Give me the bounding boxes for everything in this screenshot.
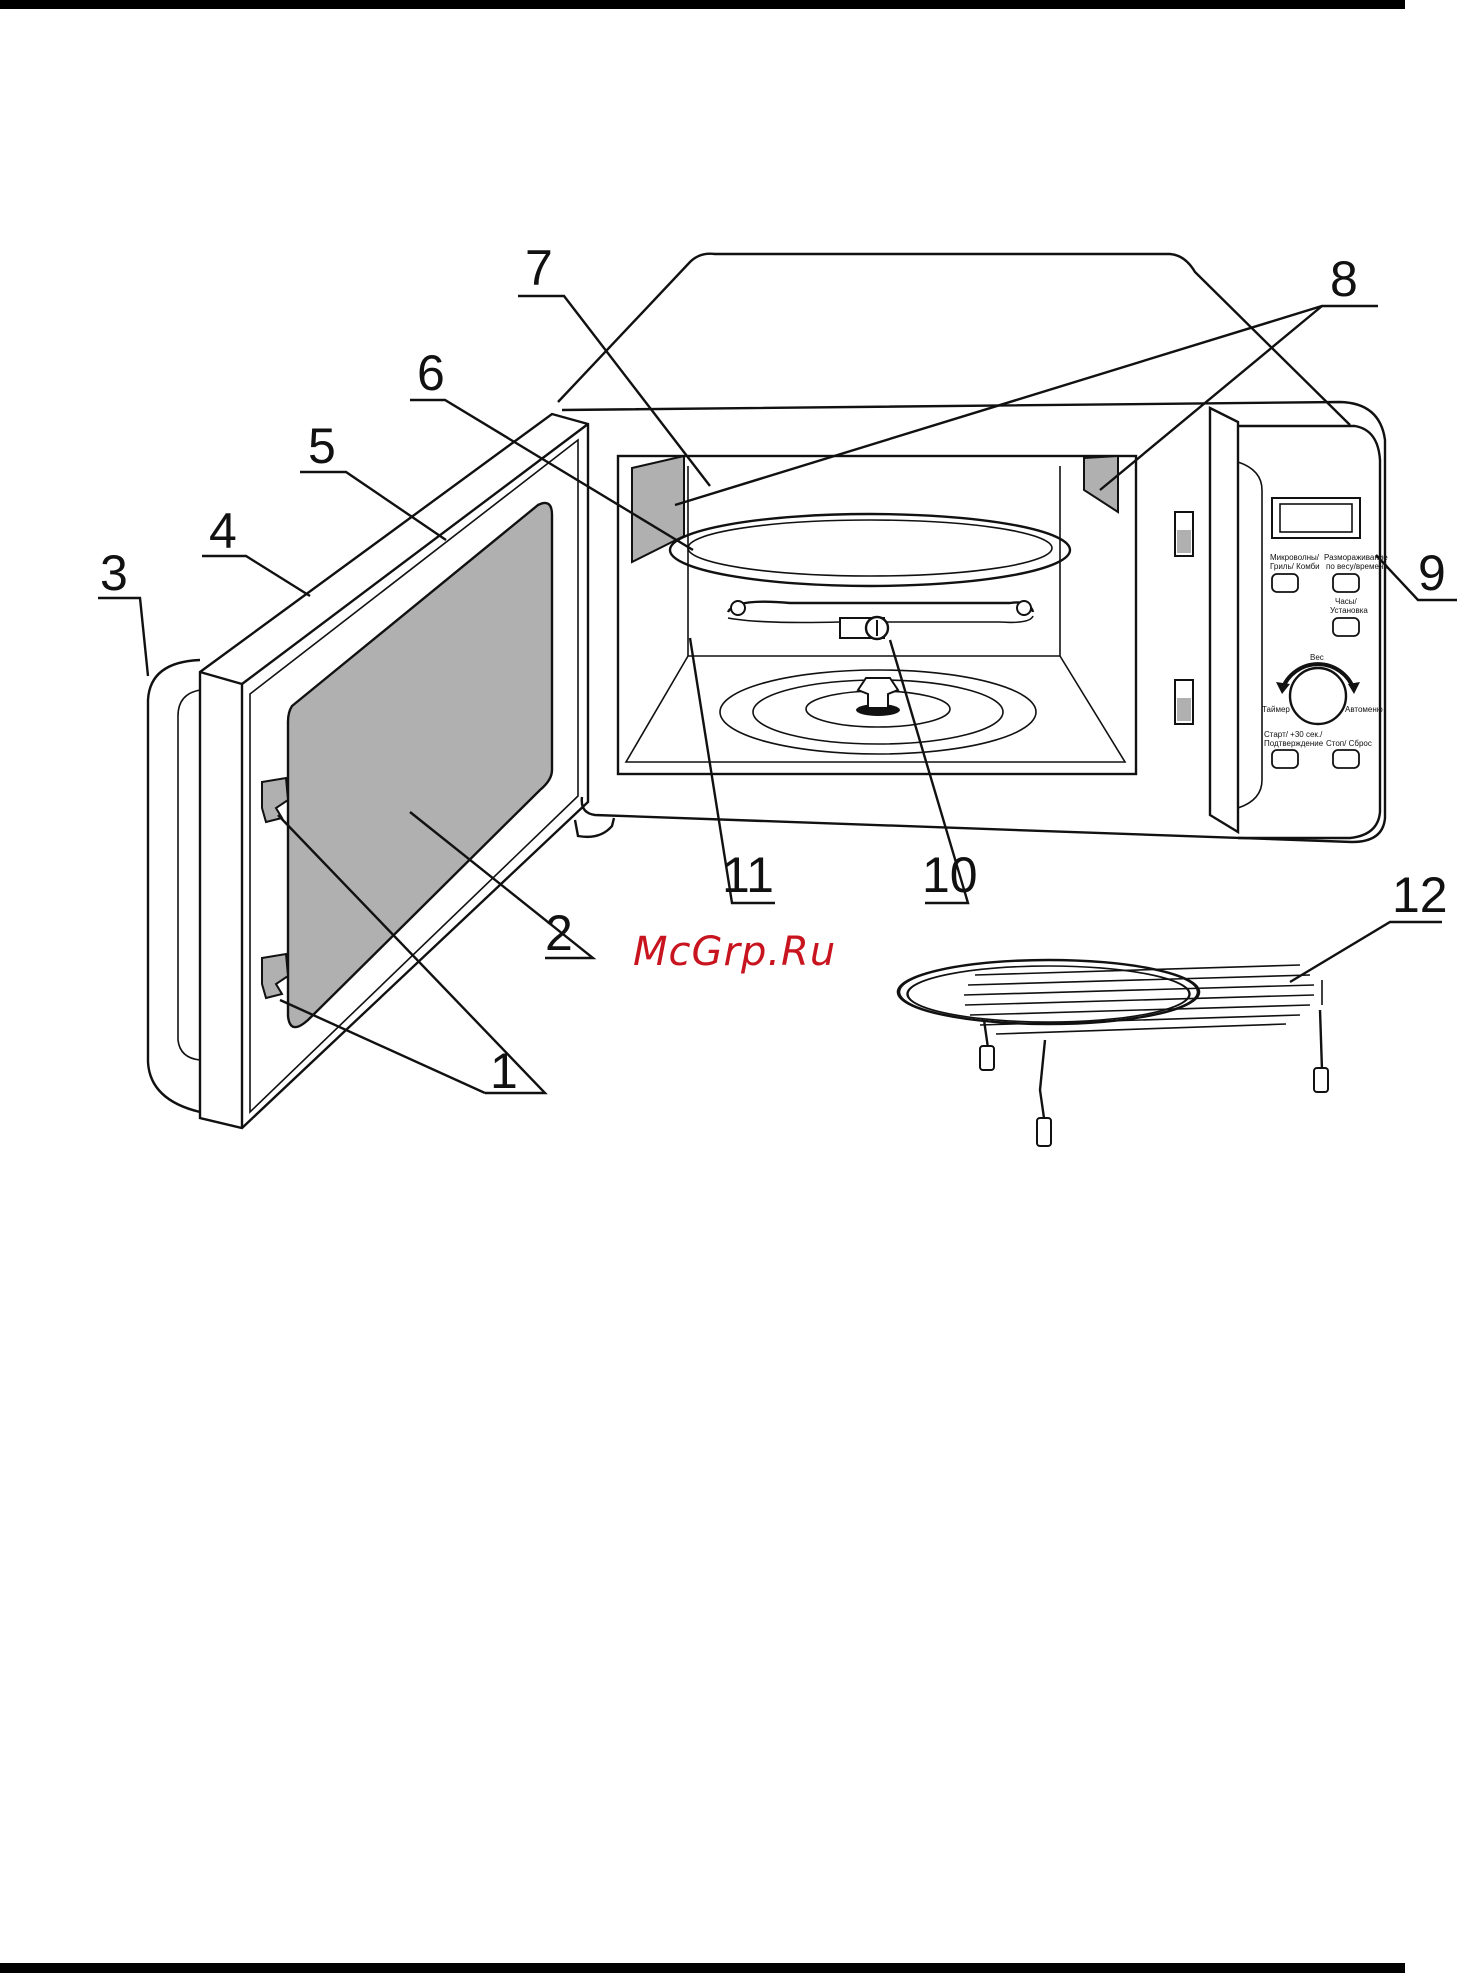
btn-start-label-1: Старт/ +30 сек./ — [1264, 730, 1323, 739]
callout-3: 3 — [100, 545, 128, 601]
stop-button[interactable] — [1333, 750, 1359, 768]
grill-rack — [899, 960, 1329, 1146]
btn-micro-label-1: Микроволны/ — [1270, 553, 1320, 562]
start-button[interactable] — [1272, 750, 1298, 768]
callout-6: 6 — [417, 345, 445, 401]
callout-1: 1 — [490, 1043, 518, 1099]
dial-label-right: Автоменю — [1345, 705, 1383, 714]
callout-4: 4 — [209, 503, 237, 559]
btn-micro-label-2: Гриль/ Комби — [1270, 562, 1320, 571]
btn-stop-label: Стоп/ Сброс — [1326, 739, 1372, 748]
microwave-body — [558, 254, 1385, 842]
callout-9: 9 — [1418, 545, 1446, 601]
clock-button[interactable] — [1333, 618, 1359, 636]
control-dial[interactable] — [1290, 668, 1346, 724]
btn-defrost-label-2: по весу/времени — [1326, 562, 1388, 571]
control-panel: Микроволны/ Гриль/ Комби Размораживание … — [1262, 498, 1388, 768]
btn-start-label-2: Подтверждение — [1264, 739, 1324, 748]
callout-8: 8 — [1330, 251, 1358, 307]
callout-10: 10 — [922, 847, 978, 903]
micro-grill-button[interactable] — [1272, 574, 1298, 592]
callout-12: 12 — [1392, 867, 1448, 923]
dial-label-left: Таймер — [1262, 705, 1290, 714]
callout-11: 11 — [722, 847, 774, 903]
callout-7: 7 — [525, 240, 553, 296]
callout-5: 5 — [308, 418, 336, 474]
watermark: McGrp.Ru — [633, 929, 836, 975]
top-rule — [0, 0, 1405, 9]
dial-label-top: Вес — [1310, 653, 1324, 662]
defrost-button[interactable] — [1333, 574, 1359, 592]
bottom-rule — [0, 1963, 1405, 1973]
btn-clock-label-1: Часы/ — [1335, 597, 1358, 606]
callout-2: 2 — [545, 905, 573, 961]
btn-clock-label-2: Установка — [1330, 606, 1368, 615]
